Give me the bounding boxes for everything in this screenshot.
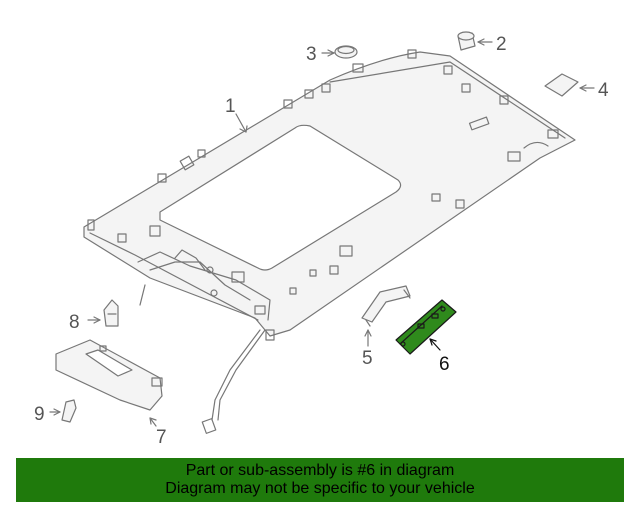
- callout-5: 5: [362, 348, 373, 369]
- banner-line-part-number: Part or sub-assembly is #6 in diagram: [185, 462, 455, 479]
- visor-holder-part[interactable]: [87, 299, 119, 327]
- callout-8: 8: [69, 312, 80, 333]
- headliner-part[interactable]: [83, 49, 576, 434]
- callout-6: 6: [439, 354, 450, 375]
- grommet-part[interactable]: [321, 45, 358, 59]
- callout-9: 9: [34, 404, 45, 425]
- callout-7: 7: [156, 427, 167, 448]
- pad-part[interactable]: [544, 73, 595, 97]
- clip-part[interactable]: [457, 31, 493, 51]
- banner-line-disclaimer: Diagram may not be specific to your vehi…: [165, 480, 475, 497]
- info-banner: Part or sub-assembly is #6 in diagram Di…: [16, 458, 624, 502]
- assist-grip-part[interactable]: [361, 285, 411, 347]
- callout-1: 1: [225, 96, 236, 117]
- visor-clip-part[interactable]: [49, 399, 77, 423]
- leader-arrow-1: [239, 125, 248, 133]
- leader-line-1: [235, 113, 247, 133]
- callout-3: 3: [306, 44, 317, 65]
- callout-2: 2: [496, 34, 507, 55]
- callout-4: 4: [598, 80, 609, 101]
- bracket-part-highlighted[interactable]: [395, 299, 457, 355]
- sun-visor-part[interactable]: [55, 339, 163, 427]
